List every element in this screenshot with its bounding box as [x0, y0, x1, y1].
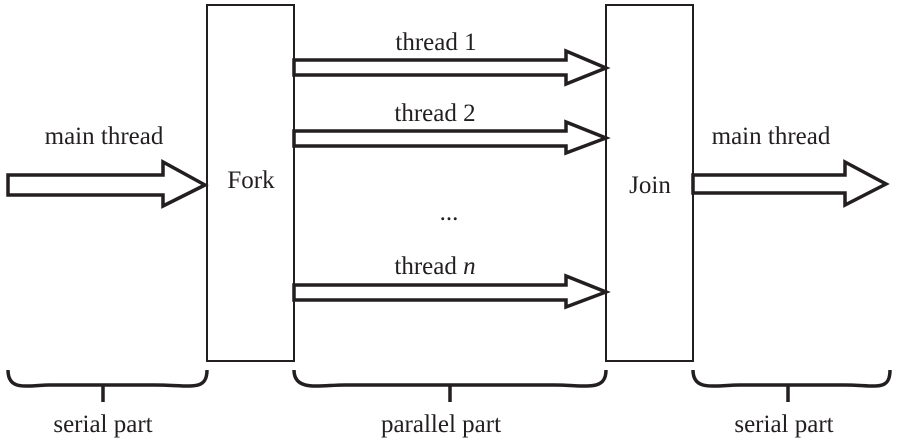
- serial-part-left-label: serial part: [53, 411, 152, 438]
- fork-label: Fork: [227, 167, 275, 194]
- thread-n-label: thread n: [394, 253, 475, 280]
- ellipsis-label: ...: [440, 199, 459, 226]
- join-label: Join: [629, 172, 671, 199]
- serial-part-left-brace: [6, 369, 209, 402]
- thread-n-variable: n: [463, 253, 476, 280]
- parallel-part-label: parallel part: [381, 411, 501, 438]
- parallel-part-brace: [292, 369, 608, 402]
- thread-2-arrow: [292, 119, 611, 156]
- thread-2-label: thread 2: [394, 100, 475, 127]
- thread-1-label: thread 1: [395, 29, 476, 56]
- main-thread-in-arrow: [6, 159, 209, 209]
- main-thread-out-label: main thread: [712, 123, 831, 150]
- main-thread-in-label: main thread: [45, 123, 164, 150]
- serial-part-right-brace: [691, 369, 892, 402]
- fork-box: [206, 4, 295, 362]
- main-thread-out-arrow: [691, 159, 890, 208]
- thread-1-arrow: [292, 48, 611, 87]
- thread-n-prefix: thread: [394, 253, 463, 280]
- serial-part-right-label: serial part: [734, 411, 833, 438]
- thread-n-arrow: [292, 273, 611, 310]
- join-box: [605, 4, 694, 362]
